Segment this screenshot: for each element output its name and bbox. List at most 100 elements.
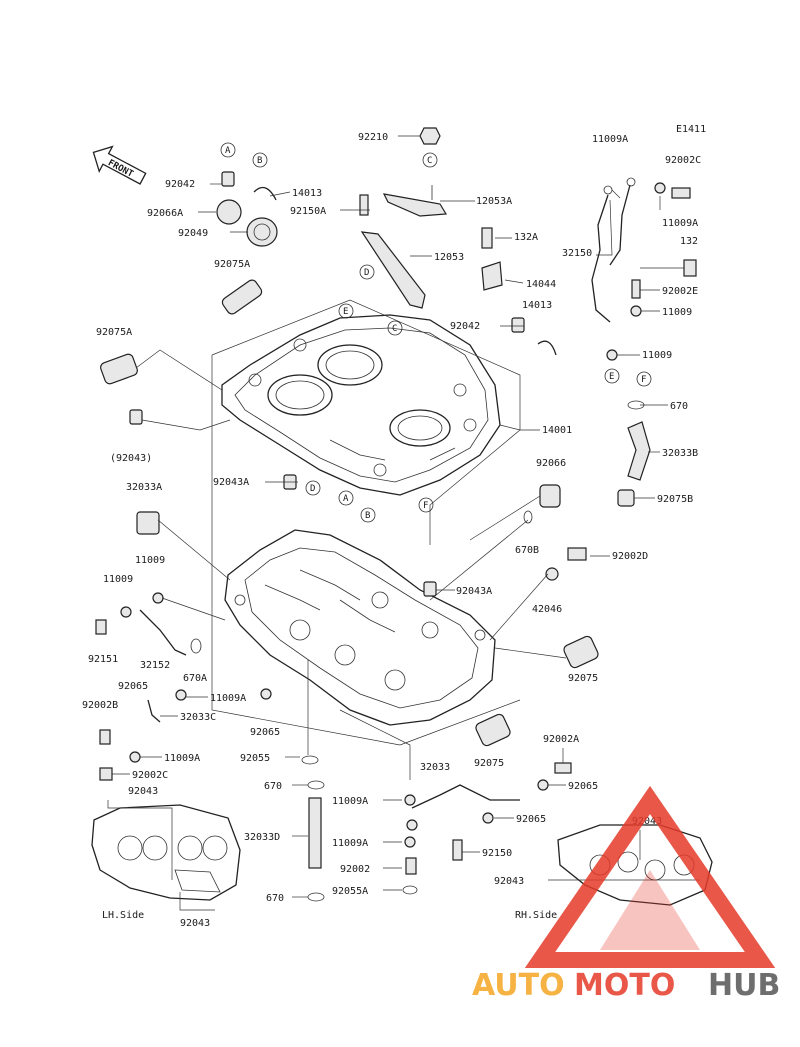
callout-670-b: 670: [266, 893, 284, 904]
part-11009A-m1: [404, 794, 416, 806]
part-92066-plug: [539, 484, 561, 508]
callout-11009A-r: 11009A: [662, 218, 698, 229]
callout-92043A-1: 92043A: [213, 477, 249, 488]
callout-11009A-l2: 11009A: [164, 753, 200, 764]
part-92043A-dowel-2: [423, 581, 437, 597]
part-92066A: [216, 199, 242, 225]
callout-42046: 42046: [532, 604, 562, 615]
part-670B-oring: [523, 510, 533, 524]
part-11009A-m2: [404, 836, 416, 848]
callout-32033A: 32033A: [126, 482, 162, 493]
part-92002C-bolt-top: [671, 187, 691, 199]
part-92075A-left: [100, 353, 138, 385]
cylinder-bore-2: [317, 344, 383, 386]
callout-92065-r: 92065: [568, 781, 598, 792]
callout-92075-r1: 92075: [568, 673, 598, 684]
callout-92150: 92150: [482, 848, 512, 859]
front-label: FRONT: [106, 158, 135, 180]
automotohub-watermark: AUTO MOTO HUB: [472, 785, 780, 1003]
svg-text:B: B: [257, 156, 262, 166]
callout-32033D: 32033D: [244, 832, 280, 843]
part-14013-a: [253, 186, 277, 201]
svg-text:C: C: [427, 156, 432, 166]
ref-circle-D1: [359, 264, 375, 280]
callout-92075-r2: 92075: [474, 758, 504, 769]
part-92055A: [402, 885, 418, 895]
part-92002D-bolt: [567, 547, 587, 561]
part-132A-bolt: [481, 227, 493, 249]
part-32033D-pipe: [308, 797, 322, 869]
part-11009A-m2-a: [406, 819, 418, 831]
part-670-b: [307, 892, 325, 902]
part-32150-oil-pipe: [591, 177, 636, 323]
callout-92043-rh: 92043: [632, 816, 662, 827]
callout-92002: 92002: [340, 864, 370, 875]
callout-32033B: 32033B: [662, 448, 698, 459]
watermark-auto: AUTO: [472, 968, 565, 1003]
callout-92002C-l: 92002C: [132, 770, 168, 781]
part-11009-l1: [152, 592, 164, 604]
callout-92043-paren: (92043): [110, 453, 152, 464]
svg-text:E: E: [609, 372, 614, 382]
part-92075B: [617, 489, 635, 507]
part-42046-washer: [545, 567, 559, 581]
svg-text:F: F: [641, 375, 646, 385]
callout-132A: 132A: [514, 232, 538, 243]
callout-92065-m: 92065: [250, 727, 280, 738]
callout-92002A: 92002A: [543, 734, 579, 745]
callout-92150A: 92150A: [290, 206, 326, 217]
callout-92075A-l: 92075A: [96, 327, 132, 338]
callout-92042-a: 92042: [165, 179, 195, 190]
part-92043-dowel: [129, 409, 143, 425]
callout-92002B: 92002B: [82, 700, 118, 711]
part-32033A-strainer: [136, 511, 160, 535]
callout-132: 132: [680, 236, 698, 247]
part-92075A-top: [221, 279, 263, 315]
ref-circle-C1: [422, 152, 438, 168]
watermark-hub: HUB: [708, 968, 780, 1003]
callout-92075A-top: 92075A: [214, 259, 250, 270]
callout-92043-lh: 92043: [128, 786, 158, 797]
part-32033C-pipe: [147, 699, 161, 723]
callout-92002D: 92002D: [612, 551, 648, 562]
callout-11009-r1: 11009: [662, 307, 692, 318]
diagram-code: E1411: [676, 124, 706, 135]
part-132-bolt: [683, 259, 697, 277]
part-32033-pipe: [411, 784, 520, 809]
part-92075-r1: [563, 635, 599, 669]
part-92002E-bolt: [631, 279, 641, 299]
ref-circle-A2: [338, 490, 354, 506]
callout-14001: 14001: [542, 425, 572, 436]
cylinder-bore-3: [389, 409, 451, 447]
callout-11009A-top: 11009A: [592, 134, 628, 145]
callout-92055: 92055: [240, 753, 270, 764]
part-92150A-bolt: [359, 194, 369, 216]
callout-11009A-l: 11009A: [210, 693, 246, 704]
callout-92055A: 92055A: [332, 886, 368, 897]
part-11009-washer-2: [606, 349, 618, 361]
watermark-triangle-icon: [524, 785, 776, 968]
part-11009A-washer: [654, 182, 666, 194]
part-32152-pipe: [139, 609, 187, 656]
callout-92002E: 92002E: [662, 286, 698, 297]
callout-92151: 92151: [88, 654, 118, 665]
callout-11009-l2: 11009: [103, 574, 133, 585]
callout-92043-lh2: 92043: [180, 918, 210, 929]
lower-crankcase: [224, 529, 496, 726]
part-92151-bolt: [95, 619, 107, 635]
lh-side-view: [91, 804, 241, 901]
callout-92002C-top: 92002C: [665, 155, 701, 166]
part-92042-pin-a: [221, 171, 235, 187]
callout-92075B: 92075B: [657, 494, 693, 505]
cylinder-bore-1: [267, 374, 333, 416]
svg-text:B: B: [365, 511, 370, 521]
ref-circle-F1: [636, 371, 652, 387]
assembly-outline: [211, 299, 521, 746]
callout-11009-r2: 11009: [642, 350, 672, 361]
front-arrow-icon: FRONT: [92, 145, 147, 185]
callout-labels: 92210 11009A 92002C 92042 14013 12053A 9…: [82, 132, 701, 929]
ref-circle-C2: [387, 320, 403, 336]
part-11009A-l: [175, 689, 187, 701]
part-11009-l2: [120, 606, 132, 618]
